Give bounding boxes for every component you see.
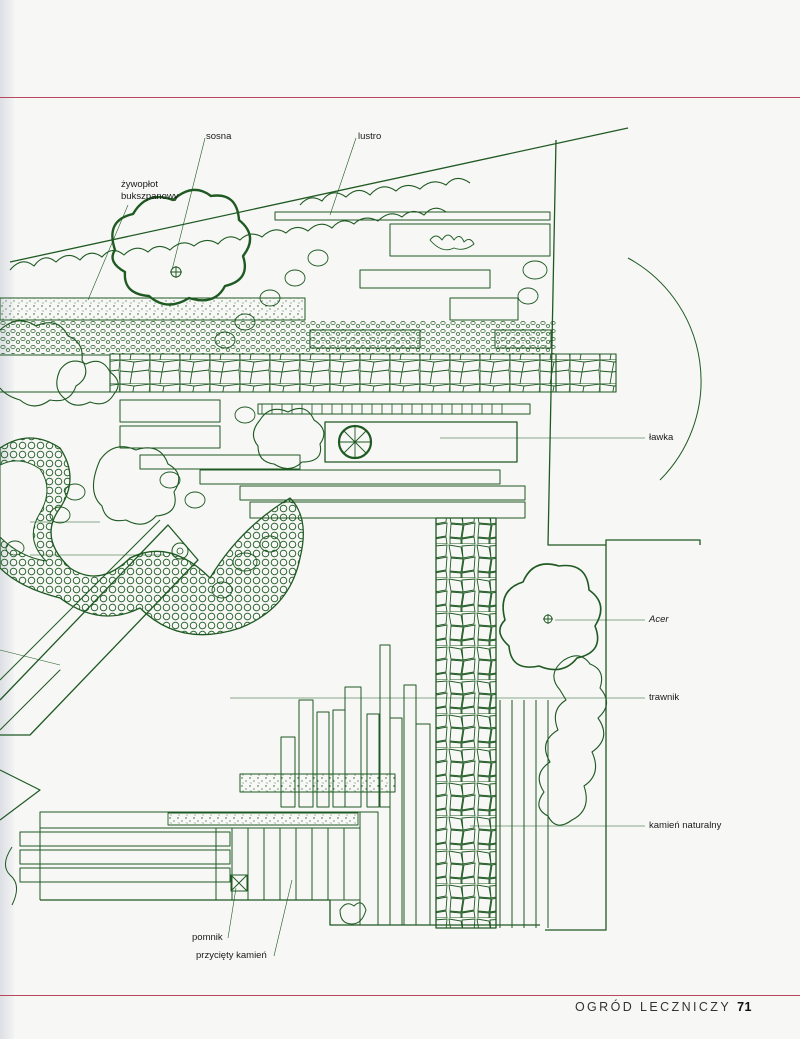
- pine-canopy: [111, 188, 252, 306]
- timber-bars: [215, 644, 431, 926]
- label-pomnik: pomnik: [192, 932, 223, 943]
- label-trawnik: trawnik: [649, 692, 680, 703]
- page-number: 71: [737, 1000, 752, 1014]
- diagonal-path: [0, 524, 199, 736]
- label-zywoplot-1: żywopłot: [121, 179, 158, 190]
- acer-canopy: [499, 563, 602, 671]
- label-sosna: sosna: [206, 131, 232, 142]
- label-przyciety-kamien: przycięty kamień: [196, 950, 267, 961]
- label-lustro: lustro: [358, 131, 382, 142]
- bench: [324, 421, 518, 463]
- label-zywoplot-2: bukszpanowy: [121, 191, 179, 202]
- monument: [230, 874, 248, 892]
- leader-lines: [0, 137, 645, 957]
- boundary-diagonal: [9, 127, 629, 263]
- boundary-east-wall: [547, 139, 701, 546]
- east-wall-lower: [545, 545, 607, 931]
- gate-arc: [627, 257, 702, 481]
- top-rule: [0, 97, 800, 98]
- stone-wall: [109, 353, 557, 393]
- mirror-strip: [274, 211, 551, 221]
- label-acer: Acer: [649, 614, 669, 625]
- label-lawka: ławka: [649, 432, 674, 443]
- footer-section-title: OGRÓD LECZNICZY: [574, 1000, 732, 1014]
- label-kamien-naturalny: kamień naturalny: [649, 820, 722, 831]
- page-footer: OGRÓD LECZNICZY 71: [575, 1000, 752, 1014]
- top-hedge-2: [299, 177, 471, 206]
- top-hedge: [9, 207, 447, 271]
- bottom-rule: [0, 995, 800, 996]
- boxwood-bed: [0, 437, 304, 636]
- south-wall: [40, 899, 540, 926]
- natural-stone-path: [435, 517, 497, 929]
